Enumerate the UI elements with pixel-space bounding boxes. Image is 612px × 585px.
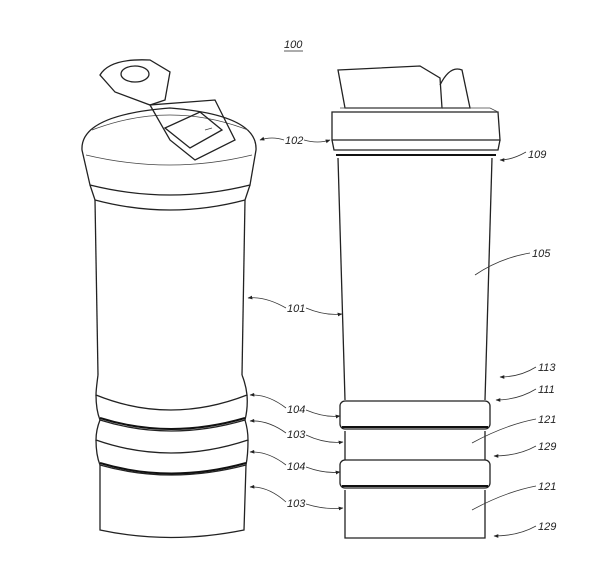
- left-shaker-bottle: [81, 59, 257, 539]
- label-103-upper: 103: [287, 429, 306, 441]
- label-121-upper: 121: [538, 414, 556, 426]
- label-102: 102: [285, 135, 303, 147]
- label-109: 109: [528, 149, 546, 161]
- right-rings: [339, 400, 491, 539]
- left-rings: [95, 374, 249, 539]
- figure-number: 100: [284, 39, 303, 51]
- left-lid: [81, 59, 257, 211]
- label-104-lower: 104: [287, 461, 305, 473]
- right-lid: [331, 65, 501, 156]
- label-105: 105: [532, 248, 551, 260]
- label-111: 111: [538, 384, 555, 396]
- left-body: [94, 199, 246, 376]
- label-129-upper: 129: [538, 441, 556, 453]
- right-shaker-bottle: [331, 65, 501, 539]
- label-103-lower: 103: [287, 498, 306, 510]
- label-104-upper: 104: [287, 404, 305, 416]
- right-body: [337, 157, 493, 401]
- label-101: 101: [287, 303, 305, 315]
- leader-lines: [247, 136, 537, 538]
- label-129-lower: 129: [538, 521, 556, 533]
- label-113: 113: [538, 362, 556, 374]
- label-121-lower: 121: [538, 481, 556, 493]
